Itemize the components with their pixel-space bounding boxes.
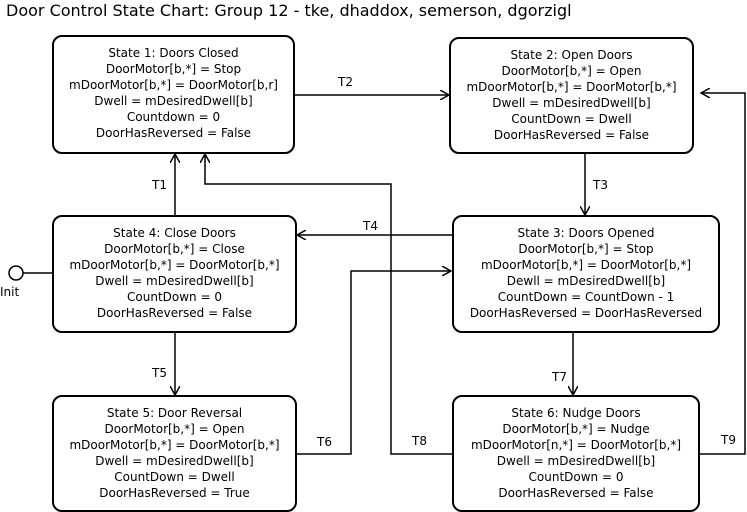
state-4-line: DoorMotor[b,*] = Close [104, 242, 245, 256]
state-6-line: CountDown = 0 [528, 470, 624, 484]
transition-label-t7: T7 [552, 370, 567, 384]
state-1-line: DoorHasReversed = False [95, 126, 252, 140]
state-1-line: mDoorMotor[b,*] = DoorMotor[b,r] [69, 78, 278, 92]
transition-label-t3: T3 [593, 178, 608, 192]
transition-label-t4: T4 [363, 219, 378, 233]
state-3-doors-opened: State 3: Doors Opened DoorMotor[b,*] = S… [452, 215, 720, 333]
state-2-line: CountDown = Dwell [511, 112, 632, 126]
state-5-line: CountDown = Dwell [114, 470, 235, 484]
state-3-line: State 3: Doors Opened [517, 226, 655, 240]
state-5-line: DoorMotor[b,*] = Open [104, 422, 245, 436]
t6-arrow [297, 271, 451, 455]
state-6-line: DoorMotor[b,*] = Nudge [502, 422, 650, 436]
state-6-line: DoorHasReversed = False [498, 486, 654, 500]
state-2-line: mDoorMotor[b,*] = DoorMotor[b,*] [466, 80, 677, 94]
state-3-line: DoorMotor[b,*] = Stop [518, 242, 654, 256]
t9-arrow [700, 93, 746, 455]
transition-label-t6: T6 [317, 435, 332, 449]
state-1-doors-closed: State 1: Doors Closed DoorMotor[b,*] = S… [52, 35, 295, 154]
state-5-line: State 5: Door Reversal [106, 406, 243, 420]
state-2-line: Dwell = mDesiredDwell[b] [492, 96, 651, 110]
state-3-line: CountDown = CountDown - 1 [497, 290, 675, 304]
t8-arrow [205, 154, 452, 455]
state-4-line: State 4: Close Doors [113, 226, 236, 240]
state-5-door-reversal: State 5: Door Reversal DoorMotor[b,*] = … [52, 395, 297, 512]
state-1-line: DoorMotor[b,*] = Stop [105, 62, 242, 76]
state-4-line: mDoorMotor[b,*] = DoorMotor[b,*] [69, 258, 280, 272]
state-4-line: CountDown = 0 [127, 290, 222, 304]
transition-label-t9: T9 [721, 433, 736, 447]
state-2-line: DoorMotor[b,*] = Open [501, 64, 642, 78]
state-6-line: mDoorMotor[n,*] = DoorMotor[b,*] [470, 438, 682, 452]
transition-label-t5: T5 [152, 366, 167, 380]
state-1-line: Dwell = mDesiredDwell[b] [94, 94, 253, 108]
init-node [8, 265, 24, 281]
state-1-line: State 1: Doors Closed [108, 46, 239, 60]
transition-label-t2: T2 [338, 75, 353, 89]
state-6-line: Dwell = mDesiredDwell[b] [496, 454, 656, 468]
state-2-line: State 2: Open Doors [510, 48, 633, 62]
state-6-nudge-doors: State 6: Nudge Doors DoorMotor[b,*] = Nu… [452, 395, 700, 512]
state-3-line: DoorHasReversed = DoorHasReversed [469, 306, 703, 320]
state-4-line: Dwell = mDesiredDwell[b] [95, 274, 254, 288]
transition-label-t8: T8 [412, 434, 427, 448]
state-1-line: Countdown = 0 [126, 110, 221, 124]
state-6-line: State 6: Nudge Doors [511, 406, 641, 420]
state-5-line: DoorHasReversed = True [99, 486, 250, 500]
transition-label-t1: T1 [152, 178, 167, 192]
state-5-line: mDoorMotor[b,*] = DoorMotor[b,*] [69, 438, 280, 452]
state-3-line: mDoorMotor[b,*] = DoorMotor[b,*] [480, 258, 692, 272]
init-label: Init [0, 285, 20, 299]
state-4-line: DoorHasReversed = False [96, 306, 253, 320]
state-3-line: Dewll = mDesiredDwell[b] [506, 274, 666, 288]
state-2-line: DoorHasReversed = False [493, 128, 650, 142]
state-2-open-doors: State 2: Open Doors DoorMotor[b,*] = Ope… [449, 37, 694, 154]
state-4-close-doors: State 4: Close Doors DoorMotor[b,*] = Cl… [52, 215, 297, 333]
state-5-line: Dwell = mDesiredDwell[b] [95, 454, 254, 468]
diagram-title: Door Control State Chart: Group 12 - tke… [6, 1, 572, 20]
